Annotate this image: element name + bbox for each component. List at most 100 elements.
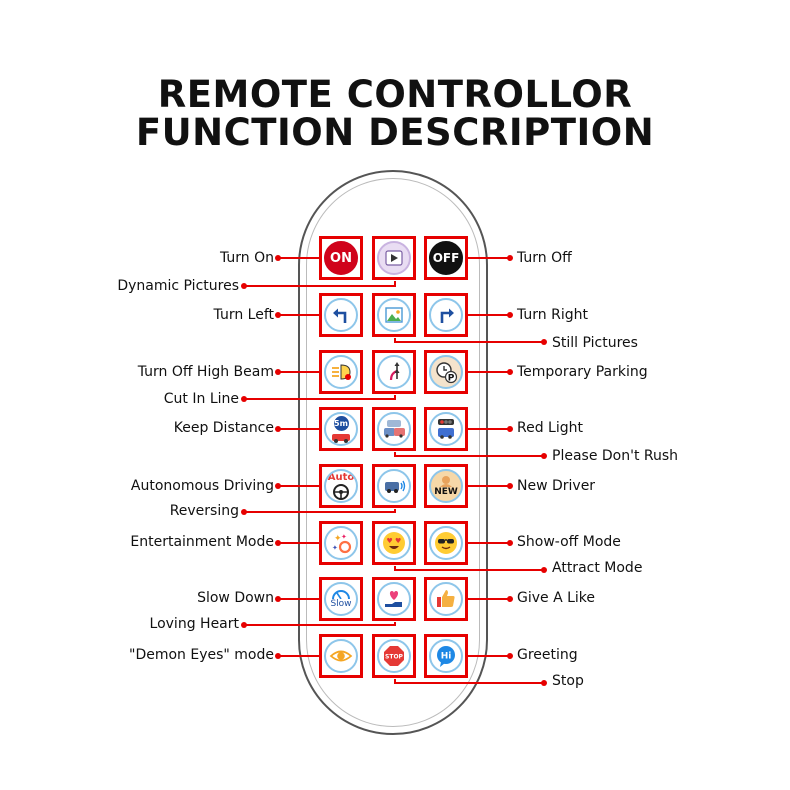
greeting-text: Hi [441, 652, 452, 662]
connector-still-v [394, 338, 396, 343]
lane-change-icon [377, 355, 411, 389]
connector-cut-in-line [244, 398, 396, 400]
connector-dot [541, 339, 547, 345]
label-show-off-mode: Show-off Mode [517, 534, 621, 550]
traffic-light-icon [429, 412, 463, 446]
connector-still-pictures [394, 341, 544, 343]
connector-dot [275, 426, 281, 432]
connector-dot [275, 312, 281, 318]
connector-dot [275, 596, 281, 602]
greeting-button[interactable]: Hi [424, 634, 468, 678]
label-entertainment-mode: Entertainment Mode [130, 534, 274, 550]
connector-please-dont-rush [394, 455, 544, 457]
connector-reversing [244, 511, 396, 513]
connector-dot [507, 426, 513, 432]
connector-red-light [466, 428, 510, 430]
show-off-mode-button[interactable] [424, 521, 468, 565]
connector-dot [507, 483, 513, 489]
connector-dot [541, 567, 547, 573]
connector-dot [275, 653, 281, 659]
remote-inner-outline [306, 178, 480, 727]
connector-dot [541, 453, 547, 459]
connector-cut-v [394, 395, 396, 400]
label-red-light: Red Light [517, 420, 583, 436]
new-driver-button[interactable]: NEW [424, 464, 468, 508]
label-autonomous-driving: Autonomous Driving [130, 478, 274, 494]
connector-dot [241, 622, 247, 628]
connector-entertainment [278, 542, 320, 544]
speedometer-icon: Slow [324, 582, 358, 616]
off-button-face: OFF [429, 241, 463, 275]
entertainment-mode-button[interactable]: ✦✦✦ [319, 521, 363, 565]
label-new-driver: New Driver [517, 478, 596, 494]
demon-eyes-mode-button[interactable] [319, 634, 363, 678]
car-icon [332, 434, 350, 443]
still-pictures-button[interactable] [372, 293, 416, 337]
label-attract-mode: Attract Mode [552, 560, 643, 576]
slow-down-button[interactable]: Slow [319, 577, 363, 621]
turn-right-button[interactable] [424, 293, 468, 337]
connector-dot [507, 540, 513, 546]
off-button[interactable]: OFF [424, 236, 468, 280]
connector-dot [507, 312, 513, 318]
connector-keep-distance [278, 428, 320, 430]
please-dont-rush-button[interactable] [372, 407, 416, 451]
label-turn-on: Turn On [219, 250, 274, 266]
sparkle-icon: ✦✦✦ [324, 526, 358, 560]
thumbs-up-icon [429, 582, 463, 616]
temporary-parking-button[interactable]: P [424, 350, 468, 394]
on-button-face: ON [324, 241, 358, 275]
stop-sign-text: STOP [385, 654, 404, 661]
give-a-like-button[interactable] [424, 577, 468, 621]
turn-left-arrow-icon [324, 298, 358, 332]
stop-sign-icon: STOP [377, 639, 411, 673]
connector-stop [394, 682, 544, 684]
image-icon [377, 298, 411, 332]
label-reversing: Reversing [169, 503, 239, 519]
connector-attract-v [394, 566, 396, 571]
attract-mode-button[interactable]: ♥♥ [372, 521, 416, 565]
label-dynamic-pictures: Dynamic Pictures [117, 278, 239, 294]
traffic-jam-icon [377, 412, 411, 446]
stop-button[interactable]: STOP [372, 634, 416, 678]
turn-off-high-beam-button[interactable] [319, 350, 363, 394]
connector-dot [507, 369, 513, 375]
parking-clock-icon: P [429, 355, 463, 389]
connector-dot [275, 369, 281, 375]
red-light-button[interactable] [424, 407, 468, 451]
label-turn-off-high-beam: Turn Off High Beam [137, 364, 274, 380]
connector-dot [275, 540, 281, 546]
keep-distance-button[interactable]: 5m [319, 407, 363, 451]
connector-turn-right [466, 314, 510, 316]
heart-hand-icon [377, 582, 411, 616]
connector-dot [241, 396, 247, 402]
connector-temporary-parking [466, 371, 510, 373]
sunglasses-emoji-icon [429, 526, 463, 560]
svg-text:♥: ♥ [395, 537, 401, 545]
label-please-dont-rush: Please Don't Rush [552, 448, 679, 464]
svg-text:✦: ✦ [334, 534, 342, 544]
autonomous-driving-button[interactable]: Auto [319, 464, 363, 508]
eye-icon [324, 639, 358, 673]
remote-body [298, 170, 488, 735]
connector-new-driver [466, 485, 510, 487]
connector-dot [507, 255, 513, 261]
svg-text:♥: ♥ [387, 537, 393, 545]
connector-dot [275, 483, 281, 489]
on-button[interactable]: ON [319, 236, 363, 280]
connector-slow-down [278, 598, 320, 600]
label-turn-right: Turn Right [517, 307, 588, 323]
connector-turn-left [278, 314, 320, 316]
reversing-button[interactable] [372, 464, 416, 508]
cut-in-line-button[interactable] [372, 350, 416, 394]
connector-high-beam [278, 371, 320, 373]
loving-heart-button[interactable] [372, 577, 416, 621]
connector-give-a-like [466, 598, 510, 600]
high-beam-icon [324, 355, 358, 389]
label-demon-eyes-mode: "Demon Eyes" mode [129, 647, 274, 663]
dynamic-pictures-button[interactable] [372, 236, 416, 280]
label-turn-off: Turn Off [517, 250, 572, 266]
turn-left-button[interactable] [319, 293, 363, 337]
auto-text: Auto [327, 471, 355, 483]
connector-dynamic-v [394, 281, 396, 286]
